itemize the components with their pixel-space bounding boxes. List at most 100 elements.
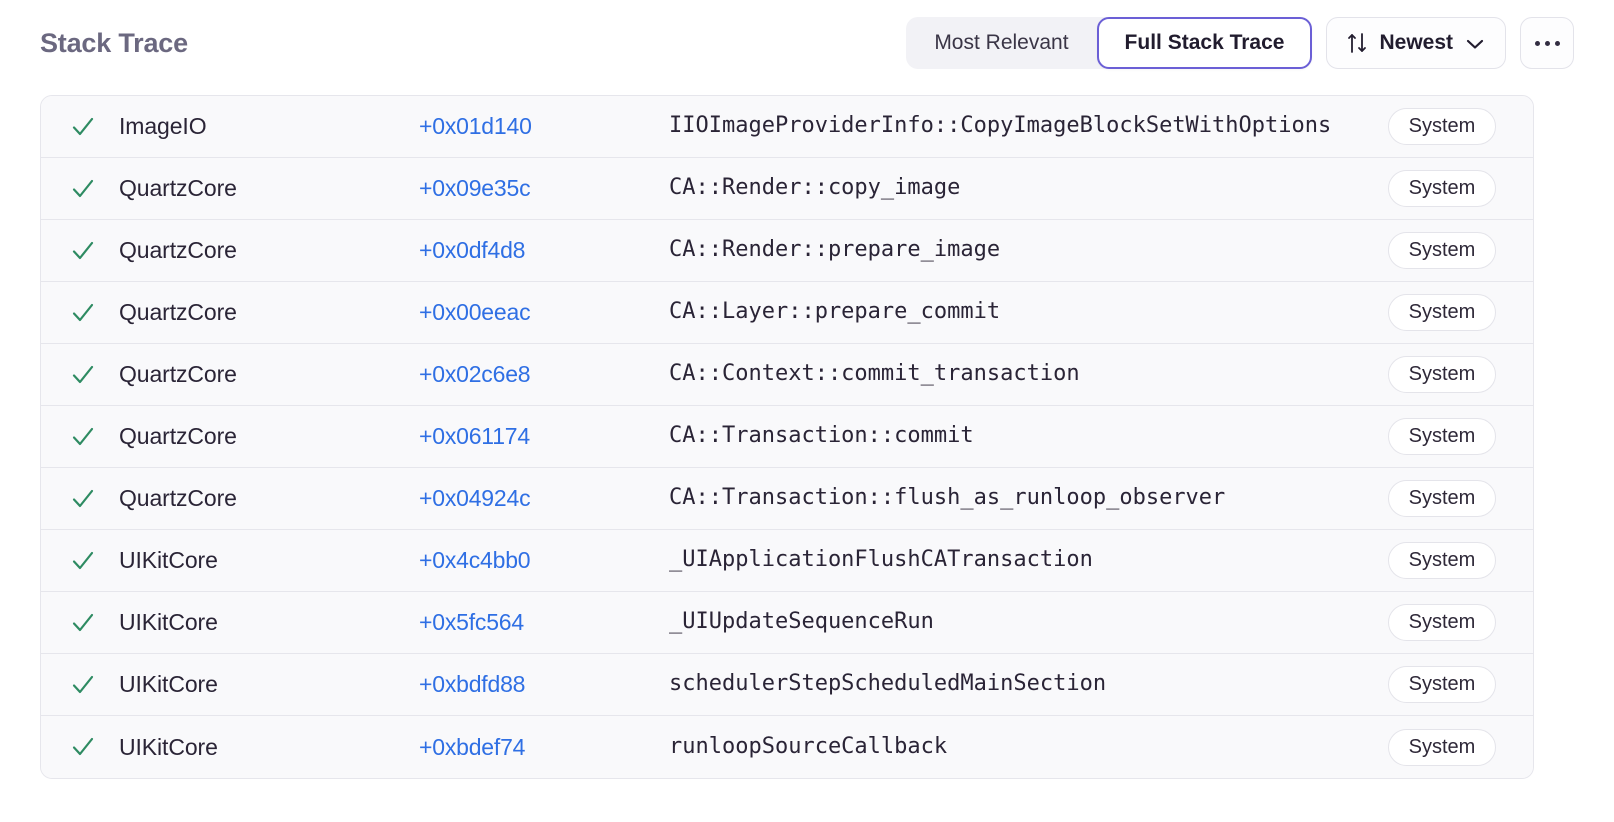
stack-trace-table: ImageIO +0x01d140 IIOImageProviderInfo::… [40, 95, 1534, 779]
tag-cell: System [1373, 108, 1533, 145]
check-icon [70, 238, 96, 264]
status-badge: System [1387, 480, 1497, 517]
row-status [41, 114, 119, 140]
status-badge: System [1387, 294, 1497, 331]
module-name: QuartzCore [119, 175, 237, 201]
address-link[interactable]: +0x09e35c [419, 175, 531, 201]
check-icon [70, 300, 96, 326]
symbol-name: CA::Layer::prepare_commit [669, 299, 1001, 325]
ellipsis-icon [1534, 40, 1560, 46]
status-badge: System [1387, 666, 1497, 703]
tag-cell: System [1373, 480, 1533, 517]
check-icon [70, 672, 96, 698]
row-status [41, 610, 119, 636]
symbol-name: _UIApplicationFlushCATransaction [669, 547, 1093, 573]
table-row[interactable]: QuartzCore +0x02c6e8 CA::Context::commit… [41, 344, 1533, 406]
status-badge: System [1387, 232, 1497, 269]
module-name: UIKitCore [119, 547, 218, 573]
check-icon [70, 610, 96, 636]
status-badge: System [1387, 356, 1497, 393]
row-status [41, 486, 119, 512]
row-status [41, 176, 119, 202]
table-row[interactable]: QuartzCore +0x0df4d8 CA::Render::prepare… [41, 220, 1533, 282]
address-link[interactable]: +0x01d140 [419, 113, 532, 139]
check-icon [70, 362, 96, 388]
row-status [41, 734, 119, 760]
status-badge: System [1387, 604, 1497, 641]
table-row[interactable]: QuartzCore +0x04924c CA::Transaction::fl… [41, 468, 1533, 530]
module-name: QuartzCore [119, 423, 237, 449]
module-name: ImageIO [119, 113, 207, 139]
address-link[interactable]: +0x0df4d8 [419, 237, 526, 263]
view-mode-segmented-control[interactable]: Most Relevant Full Stack Trace [906, 17, 1313, 69]
address-link[interactable]: +0x04924c [419, 485, 531, 511]
page-title: Stack Trace [40, 27, 188, 58]
table-row[interactable]: UIKitCore +0xbdef74 runloopSourceCallbac… [41, 716, 1533, 778]
table-row[interactable]: UIKitCore +0x5fc564 _UIUpdateSequenceRun… [41, 592, 1533, 654]
sort-label: Newest [1379, 31, 1453, 54]
row-status [41, 238, 119, 264]
header-controls: Most Relevant Full Stack Trace Newest [906, 17, 1574, 69]
more-options-button[interactable] [1520, 17, 1574, 69]
status-badge: System [1387, 108, 1497, 145]
address-link[interactable]: +0x4c4bb0 [419, 547, 531, 573]
tag-cell: System [1373, 418, 1533, 455]
module-name: QuartzCore [119, 299, 237, 325]
row-status [41, 300, 119, 326]
check-icon [70, 114, 96, 140]
tag-cell: System [1373, 542, 1533, 579]
table-row[interactable]: QuartzCore +0x09e35c CA::Render::copy_im… [41, 158, 1533, 220]
module-name: QuartzCore [119, 237, 237, 263]
status-badge: System [1387, 542, 1497, 579]
tag-cell: System [1373, 294, 1533, 331]
table-row[interactable]: UIKitCore +0x4c4bb0 _UIApplicationFlushC… [41, 530, 1533, 592]
table-row[interactable]: QuartzCore +0x00eeac CA::Layer::prepare_… [41, 282, 1533, 344]
check-icon [70, 734, 96, 760]
tag-cell: System [1373, 604, 1533, 641]
tag-cell: System [1373, 232, 1533, 269]
address-link[interactable]: +0xbdfd88 [419, 671, 526, 697]
check-icon [70, 176, 96, 202]
table-row[interactable]: QuartzCore +0x061174 CA::Transaction::co… [41, 406, 1533, 468]
module-name: UIKitCore [119, 609, 218, 635]
status-badge: System [1387, 170, 1497, 207]
address-link[interactable]: +0x061174 [419, 423, 530, 449]
row-status [41, 424, 119, 450]
tab-full-stack-trace[interactable]: Full Stack Trace [1096, 17, 1313, 69]
row-status [41, 362, 119, 388]
symbol-name: CA::Context::commit_transaction [669, 361, 1080, 387]
symbol-name: _UIUpdateSequenceRun [669, 609, 934, 635]
symbol-name: CA::Render::prepare_image [669, 237, 1001, 263]
tag-cell: System [1373, 356, 1533, 393]
check-icon [70, 424, 96, 450]
address-link[interactable]: +0x00eeac [419, 299, 531, 325]
module-name: UIKitCore [119, 671, 218, 697]
tag-cell: System [1373, 170, 1533, 207]
chevron-down-icon [1465, 37, 1485, 49]
panel-header: Stack Trace Most Relevant Full Stack Tra… [0, 0, 1614, 86]
symbol-name: CA::Transaction::commit [669, 423, 974, 449]
row-status [41, 672, 119, 698]
check-icon [70, 486, 96, 512]
check-icon [70, 548, 96, 574]
table-row[interactable]: UIKitCore +0xbdfd88 schedulerStepSchedul… [41, 654, 1533, 716]
sort-button[interactable]: Newest [1326, 17, 1506, 69]
tag-cell: System [1373, 666, 1533, 703]
status-badge: System [1387, 418, 1497, 455]
tab-most-relevant[interactable]: Most Relevant [934, 31, 1069, 54]
sort-arrows-icon [1347, 32, 1367, 54]
symbol-name: IIOImageProviderInfo::CopyImageBlockSetW… [669, 113, 1332, 139]
row-status [41, 548, 119, 574]
status-badge: System [1387, 728, 1497, 766]
symbol-name: schedulerStepScheduledMainSection [669, 671, 1107, 697]
address-link[interactable]: +0x02c6e8 [419, 361, 531, 387]
address-link[interactable]: +0x5fc564 [419, 609, 524, 635]
symbol-name: runloopSourceCallback [669, 733, 948, 759]
module-name: QuartzCore [119, 361, 237, 387]
address-link[interactable]: +0xbdef74 [419, 733, 526, 760]
module-name: UIKitCore [119, 733, 218, 760]
symbol-name: CA::Render::copy_image [669, 175, 961, 201]
module-name: QuartzCore [119, 485, 237, 511]
table-row[interactable]: ImageIO +0x01d140 IIOImageProviderInfo::… [41, 96, 1533, 158]
